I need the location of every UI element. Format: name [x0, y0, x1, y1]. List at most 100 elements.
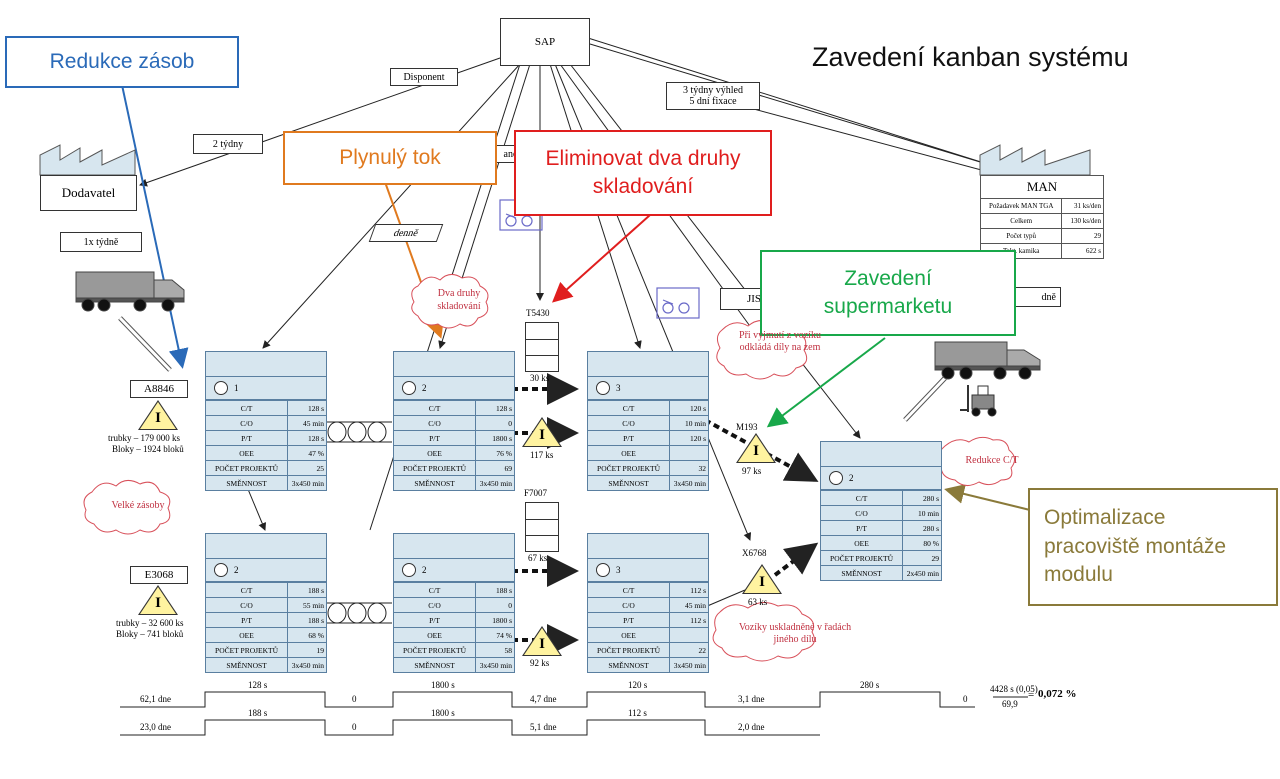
weekly-box: 1x týdně	[60, 232, 142, 252]
process-operator: 3	[588, 559, 708, 582]
outlook-line1: 3 týdny výhled	[683, 85, 743, 96]
process-row-label: SMĚNNOST	[588, 475, 671, 490]
process-row-value: 112 s	[669, 612, 708, 628]
customer-row-value: 622 s	[1061, 243, 1103, 258]
process-row-oee: OEE	[588, 445, 708, 461]
inventory-m193-icon	[736, 433, 776, 463]
process-row-label: P/T	[588, 430, 671, 446]
inventory-m193-letter: I	[753, 443, 759, 459]
operator-icon	[402, 381, 416, 395]
timeline-top-low-3: 3,1 dne	[738, 694, 765, 704]
process-operator: 3	[588, 377, 708, 400]
process-row-label: SMĚNNOST	[206, 475, 289, 490]
page-title: Zavedení kanban systému	[812, 42, 1129, 72]
timeline-sum-num: 4428 s (0,05)	[990, 684, 1038, 694]
inventory-a8846-icon	[138, 400, 178, 430]
process-row-value: 19	[287, 642, 326, 658]
process-row-value: 10 min	[669, 415, 708, 431]
process-row-label: POČET PROJEKTŮ	[394, 460, 477, 476]
inventory-a8846-line2: Bloky – 1924 bloků	[112, 444, 184, 454]
inventory-f7007-id: F7007	[524, 488, 548, 498]
process-operator: 2	[394, 377, 514, 400]
supermarket-f7007	[525, 502, 559, 552]
process-row-label: C/T	[206, 400, 289, 416]
timeline-sum-eq: =	[1028, 689, 1035, 701]
cloud-pri: Při vyjmutí z vozíku odkládá díly na zem	[739, 330, 821, 353]
process-header	[588, 534, 708, 559]
process-row-label: OEE	[206, 627, 289, 643]
process-row-label: C/T	[206, 582, 289, 598]
process-row-value: 188 s	[287, 612, 326, 628]
timeline-bot-low-3: 2,0 dne	[738, 722, 765, 732]
disponent-box: Disponent	[390, 68, 458, 86]
supplier-box: Dodavatel	[40, 175, 137, 211]
timeline-bot-low-0: 23,0 dne	[140, 722, 171, 732]
process-row-label: C/O	[206, 415, 289, 431]
process-row-label: POČET PROJEKTŮ	[588, 642, 671, 658]
process-row-value: 128 s	[287, 430, 326, 446]
process-row-value: 10 min	[902, 505, 941, 521]
process-row-label: C/O	[588, 597, 671, 613]
customer-row-value: 130 ks/den	[1061, 213, 1103, 229]
customer-row-value: 31 ks/den	[1061, 198, 1103, 214]
inventory-f7007-qty: 67 ks	[528, 553, 548, 563]
inventory-e3068-letter: I	[155, 595, 161, 611]
process-row-label: P/T	[394, 612, 477, 628]
process-operator: 2	[206, 559, 326, 582]
callout-eliminate: Eliminovat dva druhy skladování	[514, 130, 772, 216]
inventory-x6768-icon	[742, 564, 782, 594]
customer-row-key: Požadavek MAN TGA	[981, 198, 1063, 214]
timeline-bot-high-2: 112 s	[628, 708, 647, 718]
process-row-value: 22	[669, 642, 708, 658]
inventory-e3068-icon	[138, 585, 178, 615]
process-row-label: POČET PROJEKTŮ	[821, 550, 904, 566]
inventory-e3068-line2: Bloky – 741 bloků	[116, 629, 184, 639]
process-row-value: 45 min	[287, 415, 326, 431]
inventory-a8846-letter: I	[155, 410, 161, 426]
weeks2-box: 2 týdny	[193, 134, 263, 154]
process-row-value: 280 s	[902, 490, 941, 506]
dne-box: dně	[1015, 287, 1061, 307]
customer-row-value: 29	[1061, 228, 1103, 244]
operator-icon	[596, 381, 610, 395]
outlook-line2: 5 dní fixace	[689, 96, 737, 107]
process-row-label: POČET PROJEKTŮ	[206, 460, 289, 476]
operator-icon	[214, 381, 228, 395]
inventory-92-icon	[522, 626, 562, 656]
process-row-label: C/O	[394, 597, 477, 613]
process-row-label: C/T	[821, 490, 904, 506]
process-operator: 1	[206, 377, 326, 400]
process-row-label: C/T	[394, 400, 477, 416]
process-row-value: 29	[902, 550, 941, 566]
inventory-m193-qty: 97 ks	[742, 466, 762, 476]
operator-count: 2	[234, 565, 239, 575]
process-row-value	[669, 627, 708, 643]
supermarket-t5430	[525, 322, 559, 372]
inventory-e3068-id: E3068	[130, 566, 188, 584]
process-row-label: OEE	[394, 627, 477, 643]
inventory-x6768-letter: I	[759, 574, 765, 590]
process-row-value: 3x450 min	[287, 475, 326, 490]
process-row-value: 3x450 min	[669, 475, 708, 490]
